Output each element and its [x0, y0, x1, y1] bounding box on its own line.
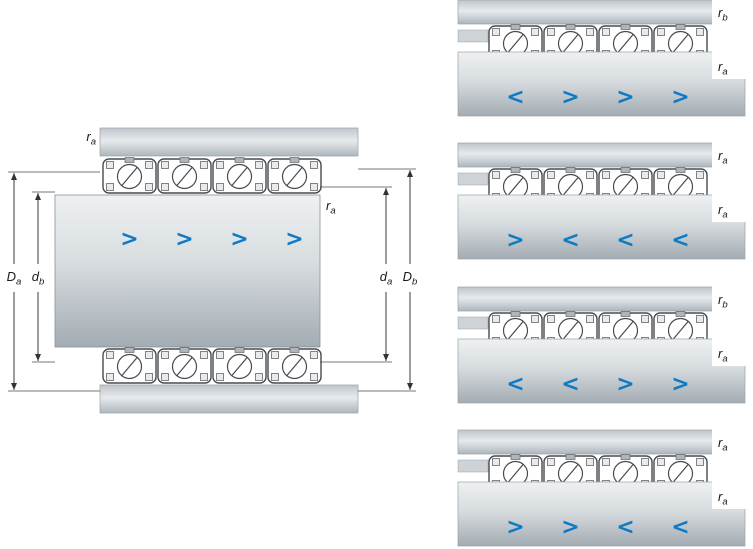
dim-label-Da: Da	[7, 269, 22, 288]
contact-angle-arrow: >	[506, 515, 524, 540]
label-rb: rb	[718, 5, 728, 24]
contact-angle-arrow: <	[561, 372, 579, 397]
contact-angle-arrow: >	[175, 227, 193, 252]
contact-angle-arrow: <	[506, 85, 524, 110]
right-diagram-3: rb ra < < > >	[458, 286, 746, 403]
contact-angle-arrow: >	[671, 372, 689, 397]
dim-label-db: db	[32, 269, 45, 288]
bearing-unit	[212, 346, 267, 384]
contact-angle-arrow: >	[120, 227, 138, 252]
right-diagram-graphic	[458, 142, 746, 259]
contact-angle-arrow: >	[671, 85, 689, 110]
shaft	[54, 194, 321, 348]
contact-angle-arrow: <	[671, 515, 689, 540]
contact-angle-arrow: >	[285, 227, 303, 252]
label-ra-top: ra	[718, 435, 728, 454]
bearing-unit	[157, 156, 212, 194]
contact-angle-arrow: <	[671, 228, 689, 253]
housing-ring-bottom	[99, 384, 359, 414]
contact-angle-arrow: <	[616, 515, 634, 540]
bearing-unit	[102, 156, 157, 194]
bearing-unit	[267, 346, 322, 384]
contact-angle-arrow: >	[616, 372, 634, 397]
dim-label-Db: Db	[403, 269, 418, 288]
bearing-unit	[212, 156, 267, 194]
contact-angle-arrow: >	[616, 85, 634, 110]
bearing-unit	[267, 156, 322, 194]
label-rb: rb	[718, 292, 728, 311]
bearing-unit	[102, 346, 157, 384]
right-diagram-graphic	[458, 429, 746, 546]
label-ra: ra	[718, 489, 728, 508]
label-ra-right: ra	[326, 198, 336, 217]
label-ra: ra	[718, 59, 728, 78]
right-diagram-1: rb ra < > > >	[458, 0, 746, 116]
housing-ring-top	[99, 127, 359, 157]
right-diagram-graphic	[458, 0, 746, 116]
contact-angle-arrow: >	[230, 227, 248, 252]
contact-angle-arrow: <	[616, 228, 634, 253]
contact-angle-arrow: >	[506, 228, 524, 253]
label-ra-top: ra	[86, 129, 96, 148]
bearing-unit	[157, 346, 212, 384]
contact-angle-arrow: <	[561, 228, 579, 253]
label-ra: ra	[718, 202, 728, 221]
extension-lines	[8, 168, 416, 392]
left-cross-section: > > > > ra ra Da	[7, 127, 418, 414]
label-ra: ra	[718, 346, 728, 365]
contact-angle-arrow: >	[561, 85, 579, 110]
right-diagram-4: ra ra > > < <	[458, 429, 746, 546]
right-diagram-2: ra ra > < < <	[458, 142, 746, 259]
dim-label-da: da	[380, 269, 393, 288]
contact-angle-arrow: >	[561, 515, 579, 540]
right-diagram-graphic	[458, 286, 746, 403]
dimension-lines	[11, 170, 413, 390]
contact-angle-arrow: <	[506, 372, 524, 397]
label-ra-top: ra	[718, 148, 728, 167]
